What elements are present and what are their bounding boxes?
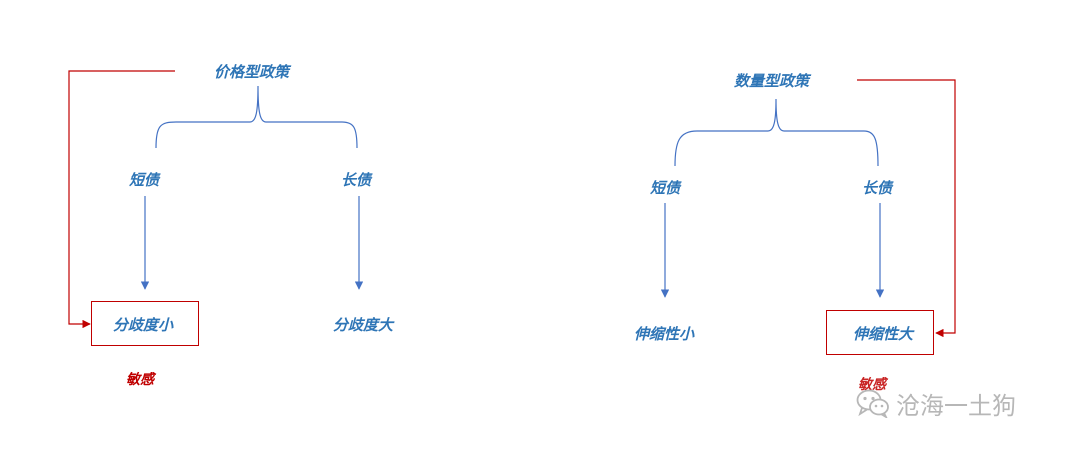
wechat-icon [856,389,889,418]
right-branch-long-label: 长债 [862,179,893,197]
left-annotation: 敏感 [126,372,154,388]
left-feedback-arrow [68,70,175,329]
right-top-label: 数量型政策 [734,72,810,90]
right-feedback-arrow [857,79,956,338]
watermark: 沧海一土狗 [856,388,1016,420]
right-brace [674,98,879,167]
watermark-text: 沧海一土狗 [896,391,1016,420]
right-result-short-label: 伸缩性小 [634,325,695,343]
left-highlight-box [91,301,199,346]
right-annotation: 敏感 [858,377,886,393]
right-highlight-box [826,310,934,355]
right-branch-short-label: 短债 [650,179,681,197]
left-result-short-label: 分歧度小 [113,316,174,334]
right-result-long-label: 伸缩性大 [853,325,914,343]
left-branch-short-label: 短债 [129,171,160,189]
left-branch-long-label: 长债 [341,171,372,189]
left-brace [155,85,358,149]
left-top-label: 价格型政策 [214,63,290,81]
left-result-long-label: 分歧度大 [333,316,394,334]
